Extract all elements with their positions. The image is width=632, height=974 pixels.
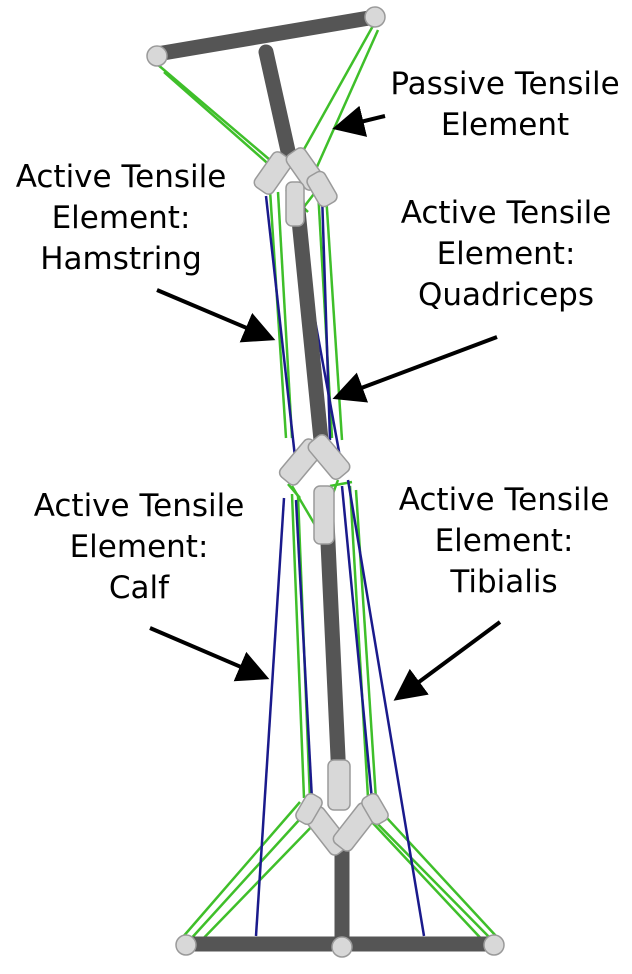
tibia-rod <box>318 492 348 808</box>
hamstring-label-line2: Element: <box>51 200 191 236</box>
calf-label: Active Tensile Element: Calf <box>24 486 254 609</box>
passive-arrow <box>332 105 386 137</box>
active-tensile-elements <box>254 193 426 937</box>
passive-label-line1: Passive Tensile <box>390 66 620 102</box>
quadriceps-label: Active Tensile Element: Quadriceps <box>386 193 626 316</box>
tibialis-arrow <box>393 620 502 701</box>
passive-label: Passive Tensile Element <box>388 64 622 146</box>
calf-label-line2: Element: <box>69 529 209 565</box>
quadriceps-arrow <box>332 335 498 403</box>
hip-bar <box>149 9 383 62</box>
passive-label-line2: Element <box>440 107 570 143</box>
calf-label-line1: Active Tensile <box>33 488 245 524</box>
quadriceps-label-line2: Element: <box>436 236 576 272</box>
tibialis-label-line1: Active Tensile <box>398 482 610 518</box>
tibialis-label: Active Tensile Element: Tibialis <box>386 480 622 603</box>
quadriceps-label-line3: Quadriceps <box>417 277 595 313</box>
calf-label-line3: Calf <box>108 570 170 606</box>
calf-arrow <box>149 626 270 682</box>
hamstring-label: Active Tensile Element: Hamstring <box>6 157 236 280</box>
hip-stem <box>258 44 298 168</box>
tibialis-label-line2: Element: <box>434 523 574 559</box>
quadriceps-label-line1: Active Tensile <box>400 195 612 231</box>
tibialis-label-line3: Tibialis <box>450 564 558 600</box>
hamstring-label-line1: Active Tensile <box>15 159 227 195</box>
hamstring-label-line3: Hamstring <box>40 241 202 277</box>
femur-rod <box>288 182 330 458</box>
joints <box>146 6 505 958</box>
hamstring-arrow <box>156 288 276 343</box>
